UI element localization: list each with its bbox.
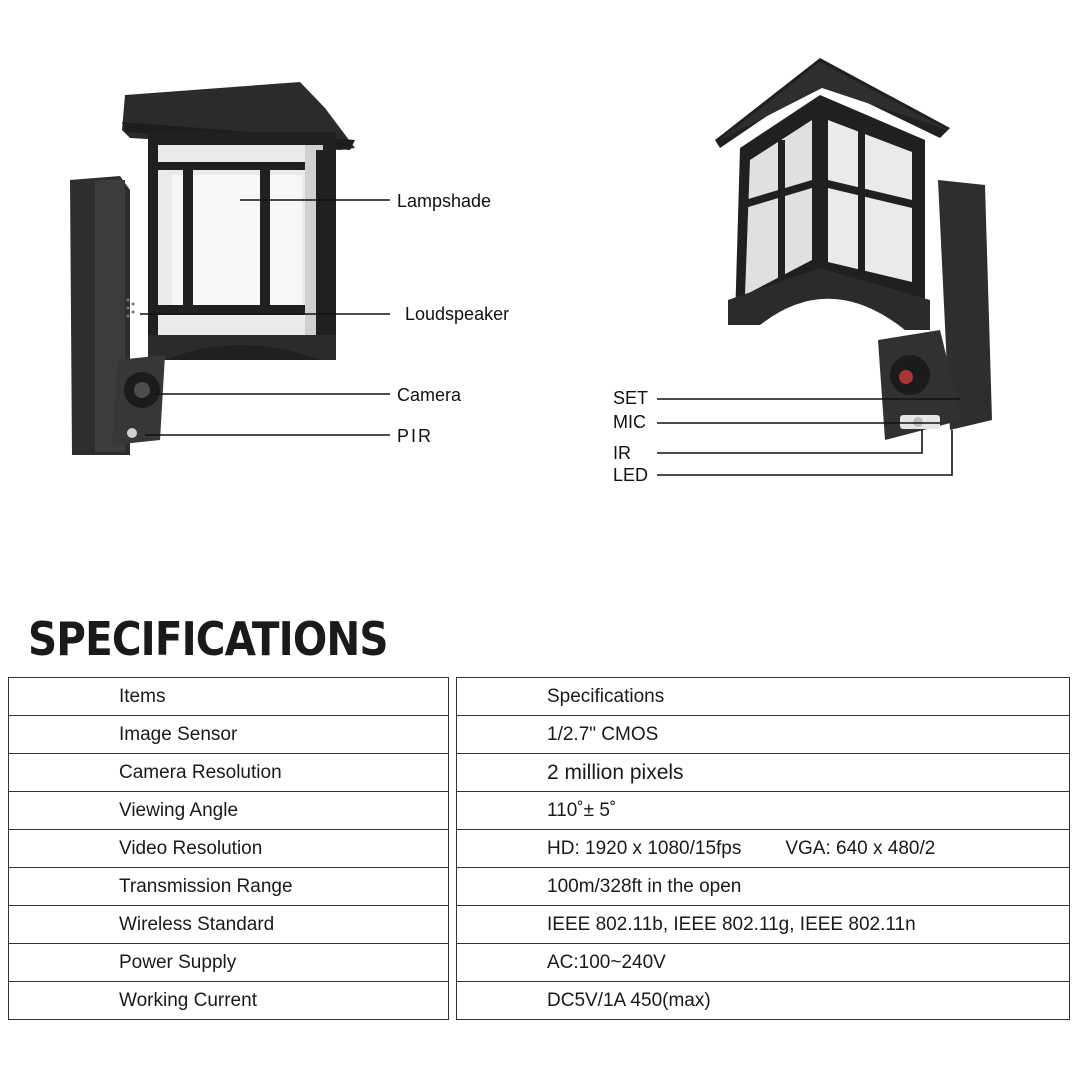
specifications-title: SPECIFICATIONS — [28, 612, 389, 666]
items-header-row: Items — [8, 677, 449, 716]
table-row: HD: 1920 x 1080/15fps VGA: 640 x 480/2 — [456, 829, 1070, 868]
spec-value: HD: 1920 x 1080/15fps — [547, 837, 742, 859]
item-cell: Wireless Standard — [8, 905, 449, 944]
specs-header-row: Specifications — [456, 677, 1070, 716]
item-cell: Image Sensor — [8, 715, 449, 754]
items-header: Items — [8, 677, 449, 716]
item-cell: Working Current — [8, 981, 449, 1020]
table-row: Viewing Angle — [8, 791, 449, 830]
item-cell: Transmission Range — [8, 867, 449, 906]
lampshade-label: Lampshade — [397, 191, 492, 211]
angled-view-lamp — [657, 58, 992, 476]
loudspeaker-label: Loudspeaker — [405, 304, 510, 324]
product-illustration — [70, 58, 992, 476]
table-row: 110˚± 5˚ — [456, 791, 1070, 830]
item-cell: Viewing Angle — [8, 791, 449, 830]
items-table: Items Image Sensor Camera Resolution Vie… — [8, 677, 449, 1020]
spec-value-extra: VGA: 640 x 480/2 — [785, 837, 936, 859]
mic-label: MIC — [613, 412, 646, 432]
table-row: DC5V/1A 450(max) — [456, 981, 1070, 1020]
set-label: SET — [613, 388, 649, 408]
table-row: 100m/328ft in the open — [456, 867, 1070, 906]
specs-table: Specifications 1/2.7" CMOS 2 million pix… — [456, 677, 1070, 1020]
table-row: 2 million pixels — [456, 753, 1070, 792]
front-view-lamp — [70, 82, 390, 455]
spec-cell: DC5V/1A 450(max) — [456, 981, 1070, 1020]
table-row: AC:100~240V — [456, 943, 1070, 982]
table-row: Power Supply — [8, 943, 449, 982]
table-row: Image Sensor — [8, 715, 449, 754]
table-row: Wireless Standard — [8, 905, 449, 944]
item-cell: Power Supply — [8, 943, 449, 982]
spec-cell: AC:100~240V — [456, 943, 1070, 982]
specs-header: Specifications — [456, 677, 1070, 716]
table-row: 1/2.7" CMOS — [456, 715, 1070, 754]
pir-label: PIR — [397, 426, 434, 446]
led-label: LED — [613, 465, 649, 485]
table-row: Working Current — [8, 981, 449, 1020]
table-row: IEEE 802.11b, IEEE 802.11g, IEEE 802.11n — [456, 905, 1070, 944]
spec-cell: 2 million pixels — [456, 753, 1070, 792]
table-row: Camera Resolution — [8, 753, 449, 792]
spec-cell: HD: 1920 x 1080/15fps VGA: 640 x 480/2 — [456, 829, 1070, 868]
table-row: Transmission Range — [8, 867, 449, 906]
spec-cell: 1/2.7" CMOS — [456, 715, 1070, 754]
spec-cell: 110˚± 5˚ — [456, 791, 1070, 830]
ir-label: IR — [613, 443, 631, 463]
item-cell: Video Resolution — [8, 829, 449, 868]
spec-cell: IEEE 802.11b, IEEE 802.11g, IEEE 802.11n — [456, 905, 1070, 944]
item-cell: Camera Resolution — [8, 753, 449, 792]
table-row: Video Resolution — [8, 829, 449, 868]
spec-cell: 100m/328ft in the open — [456, 867, 1070, 906]
camera-label: Camera — [397, 385, 462, 405]
